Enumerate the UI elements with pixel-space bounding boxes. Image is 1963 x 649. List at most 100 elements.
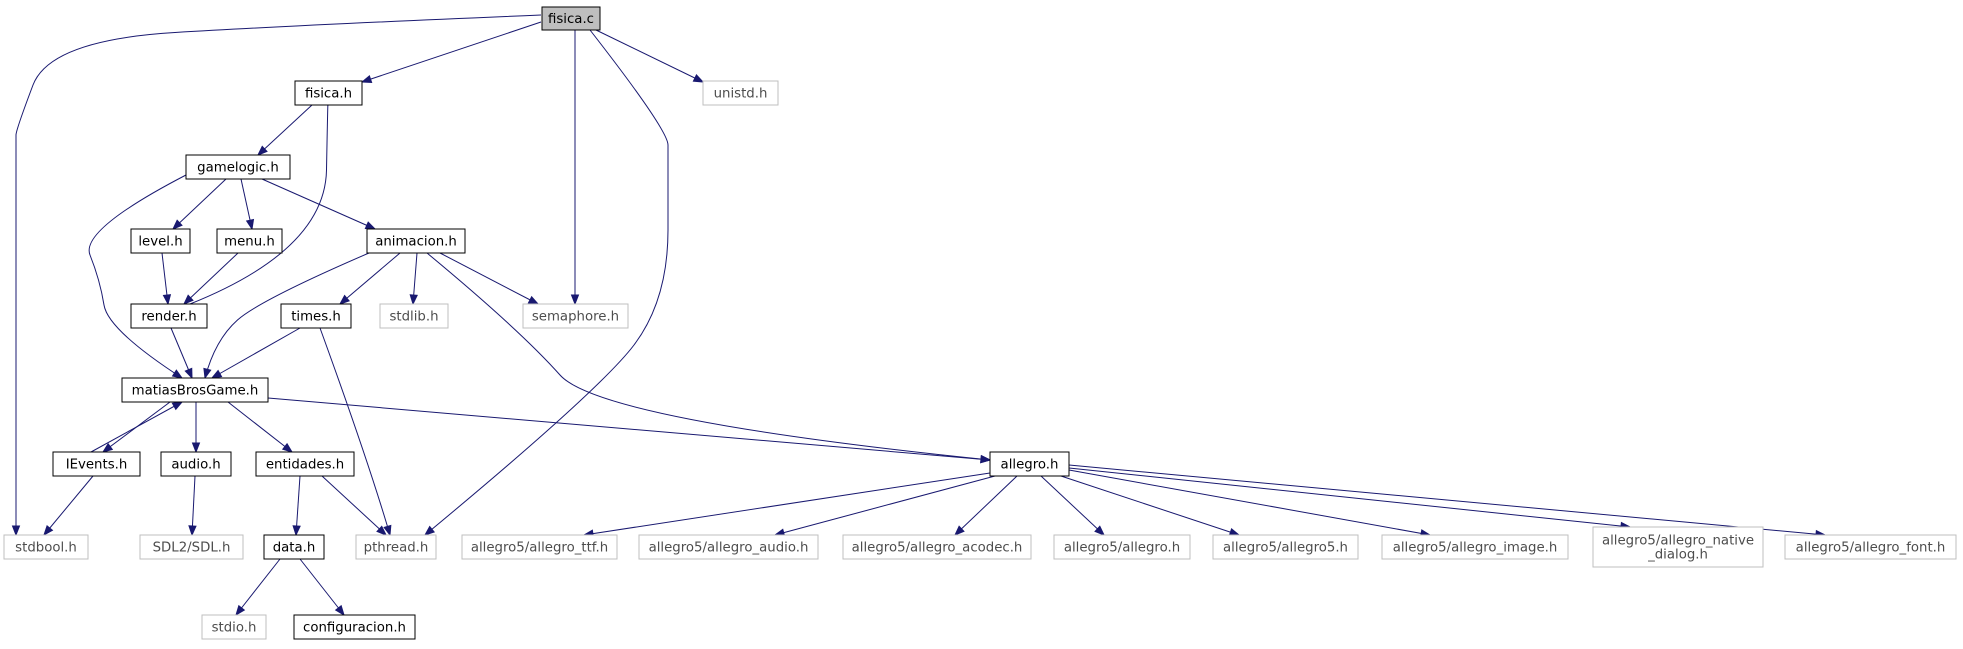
- edge-allegro_h-to-allegro_ttf_h: [582, 472, 991, 538]
- node-times-h[interactable]: times.h: [280, 303, 352, 329]
- edge-line: [257, 104, 313, 156]
- edge-gamelogic_h-to-matiasBrosGame_h: [88, 174, 187, 379]
- edge-line: [172, 178, 227, 230]
- node-pthread-h: pthread.h: [355, 534, 437, 560]
- node-fisica-c[interactable]: fisica.c: [541, 6, 601, 31]
- edge-line: [1040, 475, 1105, 536]
- node-label: IEvents.h: [66, 458, 128, 473]
- edge-animacion_h-to-allegro_h: [426, 252, 992, 464]
- edge-gamelogic_h-to-level_h: [171, 178, 227, 230]
- edge-times_h-to-matiasBrosGame_h: [210, 327, 301, 379]
- node-box: [638, 534, 819, 560]
- edge-arrowhead: [409, 294, 418, 306]
- edge-menu_h-to-render_h: [182, 252, 239, 305]
- node-box: [263, 534, 325, 560]
- edge-arrowhead: [1094, 525, 1106, 536]
- edge-arrowhead: [364, 221, 377, 230]
- node-label: allegro5/allegro_audio.h: [649, 541, 809, 556]
- edge-matiasBrosGame_h-to-allegro_h: [267, 397, 992, 464]
- node-label: allegro5/allegro_image.h: [1393, 541, 1558, 556]
- edge-line: [227, 401, 293, 453]
- node-label: allegro5/allegro5.h: [1223, 541, 1348, 556]
- node-label: entidades.h: [266, 458, 344, 473]
- edge-arrowhead: [292, 525, 301, 537]
- edge-arrowhead: [1228, 527, 1241, 537]
- edge-arrowhead: [256, 145, 268, 156]
- node-box: [1381, 534, 1569, 560]
- node-gamelogic-h[interactable]: gamelogic.h: [185, 154, 291, 180]
- node-matiasBrosGame-h[interactable]: matiasBrosGame.h: [121, 377, 269, 403]
- node-label: configuracion.h: [303, 621, 406, 636]
- node-audio-h[interactable]: audio.h: [160, 451, 232, 477]
- edge-arrowhead: [376, 525, 388, 536]
- edge-line: [595, 29, 704, 83]
- edge-line: [235, 558, 281, 616]
- edge-animacion_h-to-matiasBrosGame_h: [203, 252, 370, 380]
- edge-line: [295, 475, 301, 536]
- edge-line: [1068, 467, 1631, 528]
- edge-line: [1068, 464, 1826, 536]
- node-label: fisica.c: [548, 12, 594, 27]
- edge-arrowhead: [570, 294, 580, 306]
- edge-fisica_c-to-pthread_h: [423, 29, 669, 536]
- edge-allegro_h-to-allegro_acodec_h: [954, 475, 1018, 536]
- node-label: allegro5/allegro_acodec.h: [852, 541, 1023, 556]
- edge-arrowhead: [101, 442, 114, 453]
- edge-line: [424, 29, 669, 536]
- node-allegro-audio-h: allegro5/allegro_audio.h: [638, 534, 819, 560]
- edge-level_h-to-render_h: [161, 252, 172, 306]
- node-animacion-h[interactable]: animacion.h: [366, 228, 466, 254]
- node-data-h[interactable]: data.h: [263, 534, 325, 560]
- node-label: animacion.h: [375, 235, 457, 250]
- node-semaphore-h: semaphore.h: [522, 303, 629, 329]
- node-label: SDL2/SDL.h: [153, 541, 231, 556]
- node-fisica-h[interactable]: fisica.h: [294, 80, 363, 106]
- node-label: data.h: [273, 541, 316, 556]
- node-label: times.h: [291, 310, 341, 325]
- node-label: allegro5/allegro_font.h: [1796, 541, 1946, 556]
- edge-line: [299, 558, 345, 616]
- edge-allegro_h-to-allegro_audio_h: [773, 475, 996, 537]
- node-level-h[interactable]: level.h: [130, 228, 191, 254]
- node-configuracion-h[interactable]: configuracion.h: [293, 614, 416, 640]
- node-label: stdbool.h: [15, 541, 77, 556]
- edge-arrowhead: [423, 525, 436, 536]
- edge-fisica_c-to-semaphore_h: [570, 30, 580, 306]
- edge-fisica_c-to-fisica_h: [360, 21, 542, 83]
- node-label: allegro5/allegro_native: [1602, 534, 1754, 549]
- node-stdlib-h: stdlib.h: [379, 303, 449, 329]
- node-allegro-native-dialog-h: allegro5/allegro_native_dialog.h: [1592, 526, 1764, 568]
- node-menu-h[interactable]: menu.h: [216, 228, 283, 254]
- edge-matiasBrosGame_h-to-audio_h: [191, 402, 201, 454]
- node-SDL-h: SDL2/SDL.h: [139, 534, 244, 560]
- node-box: [216, 228, 283, 254]
- edge-line: [88, 174, 187, 379]
- node-IEvents-h[interactable]: IEvents.h: [52, 451, 141, 477]
- node-box: [461, 534, 618, 560]
- edge-audio_h-to-SDL_h: [188, 475, 197, 537]
- edge-arrowhead: [182, 294, 194, 305]
- node-allegro-h[interactable]: allegro.h: [989, 451, 1070, 477]
- edge-line: [1060, 475, 1240, 536]
- edge-arrowhead: [191, 442, 201, 454]
- node-stdio-h: stdio.h: [201, 614, 267, 640]
- node-stdbool-h: stdbool.h: [3, 534, 89, 560]
- edge-arrowhead: [334, 604, 345, 617]
- edge-render_h-to-matiasBrosGame_h: [170, 327, 193, 380]
- edge-line: [189, 102, 329, 305]
- node-box: [139, 534, 244, 560]
- edge-arrowhead: [210, 369, 223, 379]
- node-render-h[interactable]: render.h: [130, 303, 208, 329]
- edge-line: [319, 327, 391, 536]
- edge-arrowhead: [162, 294, 172, 306]
- node-box: [989, 451, 1070, 477]
- node-box: [130, 228, 191, 254]
- node-allegro-acodec-h: allegro5/allegro_acodec.h: [842, 534, 1032, 560]
- edge-allegro_h-to-allegro_image_h: [1068, 469, 1432, 538]
- edge-line: [583, 472, 991, 536]
- edge-IEvents_h-to-matiasBrosGame_h: [90, 401, 184, 453]
- node-box: [842, 534, 1032, 560]
- node-entidades-h[interactable]: entidades.h: [255, 451, 355, 477]
- node-label: pthread.h: [364, 541, 429, 556]
